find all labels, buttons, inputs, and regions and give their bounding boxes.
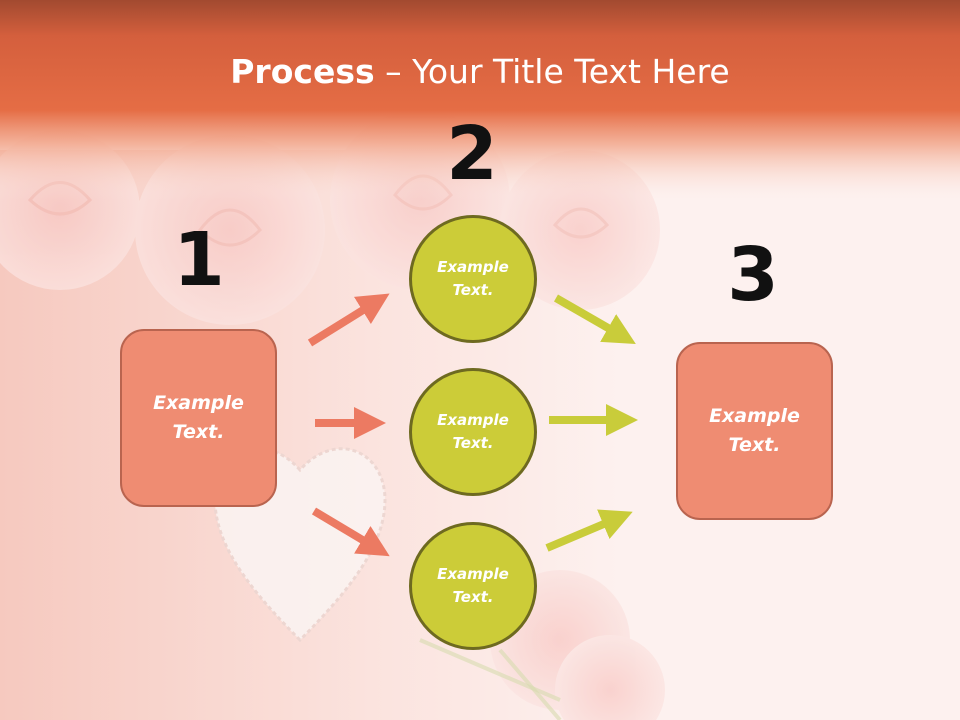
right-box[interactable]: Example Text. [676,342,833,520]
step-number-3: 3 [727,232,779,318]
circle-middle-label: Example Text. [437,411,509,452]
circle-bottom[interactable]: Example Text. [409,522,537,650]
step-number-1: 1 [173,217,225,303]
right-box-label: Example Text. [709,405,800,456]
circle-top[interactable]: Example Text. [409,215,537,343]
step-number-2: 2 [446,111,498,197]
arrow-to-bottom [311,507,390,557]
left-box-label: Example Text. [153,392,244,443]
circle-top-label: Example Text. [437,258,509,299]
circle-middle[interactable]: Example Text. [409,368,537,496]
header-band [0,0,960,200]
slide-title: Process – Your Title Text Here [0,52,960,91]
title-rest: – Your Title Text Here [374,52,730,91]
title-bold: Process [230,52,375,91]
left-box[interactable]: Example Text. [120,329,277,507]
arrow-from-top [554,294,636,344]
arrow-from-bottom [545,509,633,552]
arrow-to-top [307,293,390,347]
circle-bottom-label: Example Text. [437,565,509,606]
